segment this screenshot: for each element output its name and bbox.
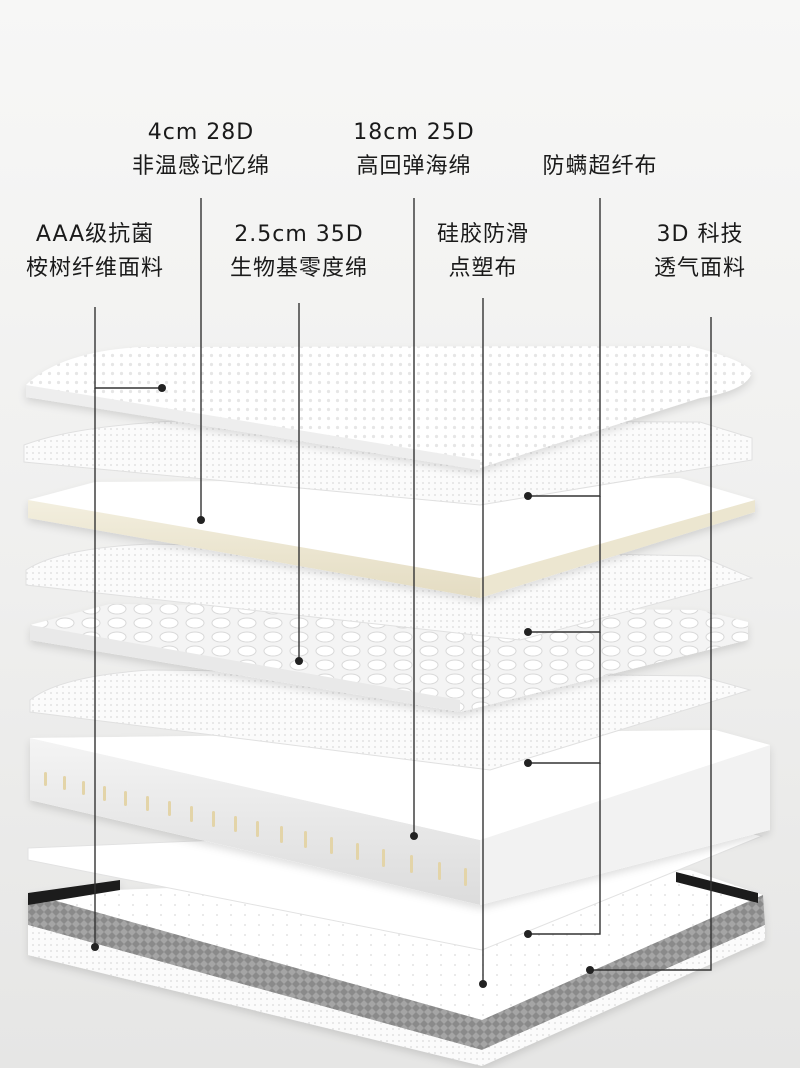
label-aaa-line2: 桉树纤维面料 [25, 256, 164, 281]
label-breathable-3d-fabric: 3D 科技 透气面料 [610, 218, 790, 286]
label-high-resilience-spec: 18cm 25D [353, 120, 475, 145]
label-silicone-line1: 硅胶防滑 [436, 222, 529, 247]
label-3d-line2: 透气面料 [653, 256, 746, 281]
label-anti-mite-fabric: 防螨超纤布 [505, 150, 695, 184]
leader-lines [94, 198, 712, 984]
label-anti-mite-name: 防螨超纤布 [542, 154, 658, 179]
layer-anti-mite-sheet-3 [29, 669, 752, 771]
layer-high-resilience-foam [30, 730, 770, 905]
label-aaa-line1: AAA级抗菌 [35, 222, 155, 247]
label-high-resilience-foam: 18cm 25D 高回弹海绵 [319, 116, 509, 184]
label-memory-foam-name: 非温感记忆绵 [131, 154, 270, 179]
label-high-resilience-name: 高回弹海绵 [356, 154, 472, 179]
leader-dots [91, 384, 594, 988]
label-memory-foam-spec: 4cm 28D [147, 120, 255, 145]
label-memory-foam: 4cm 28D 非温感记忆绵 [106, 116, 296, 184]
label-silicone-line2: 点塑布 [448, 256, 518, 281]
layer-anti-mite-sheet-1 [23, 419, 753, 506]
label-bio-zero-foam: 2.5cm 35D 生物基零度绵 [204, 218, 394, 286]
label-bio-zero-spec: 2.5cm 35D [234, 222, 364, 247]
layer-aaa-antibacterial-top [26, 346, 752, 470]
layer-bio-zero-foam [30, 604, 748, 712]
label-bio-zero-name: 生物基零度绵 [229, 256, 368, 281]
label-aaa-antibacterial: AAA级抗菌 桉树纤维面料 [0, 218, 190, 286]
label-silicone-anti-slip: 硅胶防滑 点塑布 [398, 218, 568, 286]
layer-memory-foam [28, 478, 755, 598]
label-3d-line1: 3D 科技 [656, 222, 744, 247]
